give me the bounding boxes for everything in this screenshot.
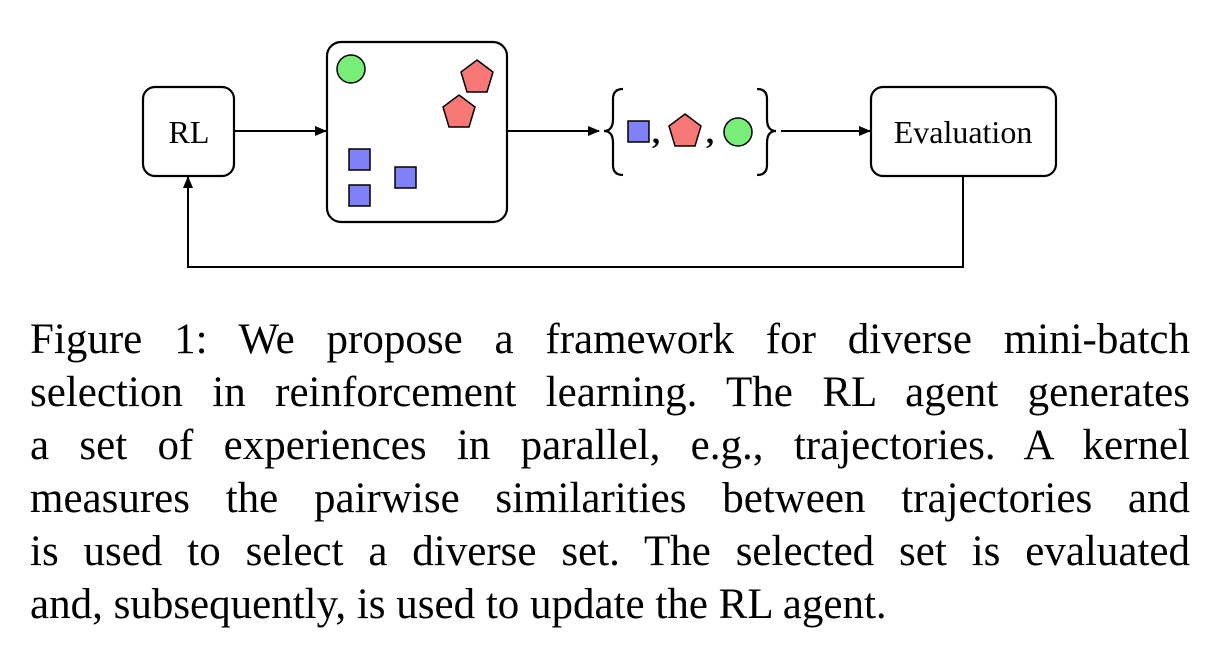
- caption-line: selection in reinforcement learning. The…: [30, 369, 1190, 416]
- square-icon: [348, 148, 371, 171]
- square-icon: [394, 166, 417, 189]
- square-icon: [627, 120, 650, 143]
- pentagon-icon: [668, 113, 702, 147]
- caption-line: measures the pairwise similarities betwe…: [30, 475, 1190, 522]
- evaluation-label: Evaluation: [894, 114, 1033, 150]
- caption-line: a set of experiences in parallel, e.g., …: [30, 422, 1190, 469]
- caption-line: is used to select a diverse set. The sel…: [30, 528, 1190, 575]
- square-icon: [348, 184, 371, 207]
- selected-set: , ,: [603, 87, 777, 177]
- pentagon-icon: [442, 94, 476, 128]
- caption-line: Figure 1: We propose a framework for div…: [30, 316, 1190, 363]
- framework-diagram: RL , , Evaluation: [141, 40, 1058, 268]
- set-separator: ,: [652, 114, 660, 150]
- right-brace: [756, 87, 777, 177]
- left-brace: [603, 87, 624, 177]
- evaluation-node: Evaluation: [869, 85, 1058, 178]
- feedback-arrow: [183, 176, 964, 268]
- rl-label: RL: [169, 114, 210, 150]
- figure-caption: Figure 1: We propose a framework for div…: [30, 313, 1190, 631]
- rl-node: RL: [141, 85, 236, 178]
- set-separator: ,: [706, 114, 714, 150]
- circle-icon: [336, 54, 366, 84]
- experience-pool: [325, 40, 509, 224]
- circle-icon: [723, 117, 753, 147]
- pentagon-icon: [460, 59, 494, 93]
- caption-line: and, subsequently, is used to update the…: [30, 581, 887, 628]
